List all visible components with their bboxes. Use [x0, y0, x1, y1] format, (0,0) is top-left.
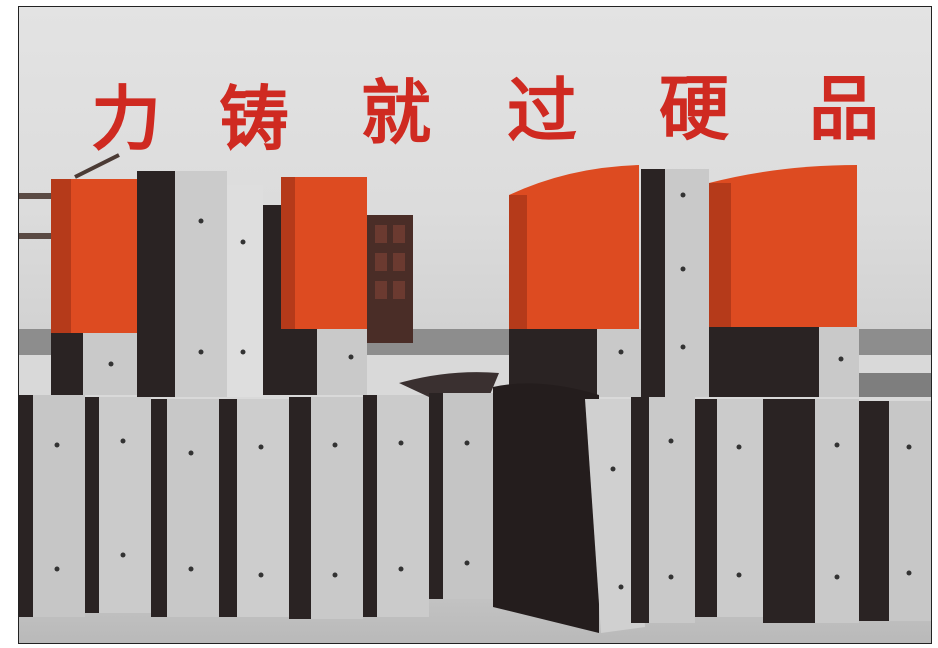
slogan-char: 品	[809, 68, 879, 150]
rail	[19, 193, 59, 199]
casting-block	[399, 372, 499, 599]
casting-block	[763, 399, 859, 623]
casting-block	[493, 383, 645, 633]
casting-block	[859, 401, 931, 621]
slogan-char: 力	[91, 78, 161, 160]
castings-scene	[19, 153, 931, 633]
casting-block	[363, 395, 429, 617]
casting-block	[509, 165, 641, 397]
slogan-char: 过	[507, 70, 577, 152]
casting-block	[641, 169, 709, 397]
casting-block	[137, 171, 263, 397]
slogan-char: 铸	[219, 78, 289, 160]
rail	[19, 233, 59, 239]
casting-block	[51, 179, 137, 395]
slogan-char: 就	[361, 72, 431, 154]
casting-block	[263, 177, 413, 395]
casting-block	[631, 397, 695, 623]
casting-block	[19, 395, 85, 617]
casting-block	[219, 399, 289, 617]
rail	[74, 153, 120, 179]
casting-block	[709, 165, 931, 397]
casting-block	[289, 397, 363, 619]
casting-block	[695, 399, 763, 617]
casting-block	[151, 399, 219, 617]
casting-block	[85, 397, 151, 613]
photo-frame: 力 铸 就 过 硬 品	[18, 6, 932, 644]
wall-slogan: 力 铸 就 过 硬 品	[19, 69, 931, 189]
slogan-char: 硬	[659, 68, 729, 150]
